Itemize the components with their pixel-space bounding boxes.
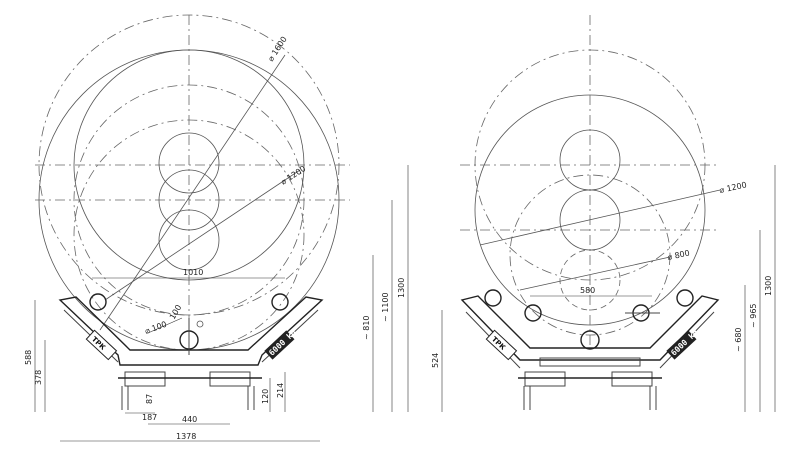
left-label-d1600: ⌀ 1600: [266, 35, 289, 63]
right-brand-plate-left: ТРК: [485, 329, 518, 361]
dim-text-524: 524: [431, 353, 440, 368]
right-roller-1: [484, 289, 502, 307]
dim-text-965: ~ 965: [749, 303, 758, 328]
right-foot-left: [524, 371, 566, 387]
left-foot-left: [124, 371, 166, 387]
left-brand-plate-left: ТРК: [85, 329, 118, 361]
left-load-text: 6000 kg: [267, 328, 298, 358]
dim-text-1378: 1378: [176, 432, 196, 441]
right-view: ⌀ 1200 ⌀ 800 ТРК 6000 kg 580 524: [431, 15, 776, 412]
dim-text-1300: 1300: [397, 278, 406, 298]
right-leader-800: [519, 256, 671, 291]
right-label-d1200: ⌀ 1200: [719, 180, 748, 195]
right-roller-center: [580, 330, 600, 350]
left-frame: [58, 296, 324, 366]
right-load-plate-right: 6000 kg: [666, 328, 700, 360]
right-frame: [460, 295, 720, 361]
right-roller-2: [524, 304, 542, 322]
dim-text-214: 214: [276, 383, 285, 398]
dim-text-680: ~ 680: [734, 327, 743, 352]
dim-text-440: 440: [182, 415, 197, 424]
dim-text-810: ~ 810: [362, 315, 371, 340]
left-small-circle-1: [158, 132, 220, 194]
left-view: ⌀ 1600 ⌀ 1200 ТРК 6000 kg 1010 588: [24, 14, 409, 442]
dim-text-1010: 1010: [183, 268, 203, 277]
left-foot-right: [209, 371, 251, 387]
dim-text-87: 87: [145, 394, 154, 404]
right-leader-1200: [479, 189, 721, 246]
dim-text-1100: ~ 1100: [381, 292, 390, 322]
left-roller-2: [271, 293, 289, 311]
left-leader-1200: [104, 169, 301, 301]
dim-text-1300-right: 1300: [764, 276, 773, 296]
right-label-d800: ⌀ 800: [667, 248, 691, 262]
dim-text-588: 588: [24, 350, 33, 365]
dim-text-580: 580: [580, 286, 595, 295]
left-label-d100: ⌀ 100: [144, 320, 168, 336]
left-leader-1600: [99, 54, 286, 331]
right-top-plate: [539, 357, 641, 367]
right-load-text: 6000 kg: [669, 328, 700, 358]
dim-text-120: 120: [261, 389, 270, 404]
left-roller-1: [89, 293, 107, 311]
left-roller-pin: [196, 320, 204, 328]
left-load-plate-right: 6000 kg: [264, 328, 298, 360]
dim-text-378: 378: [34, 370, 43, 385]
dim-text-187: 187: [142, 413, 157, 422]
right-foot-right: [611, 371, 653, 387]
right-roller-4: [676, 289, 694, 307]
left-leader-d100: [147, 317, 183, 334]
